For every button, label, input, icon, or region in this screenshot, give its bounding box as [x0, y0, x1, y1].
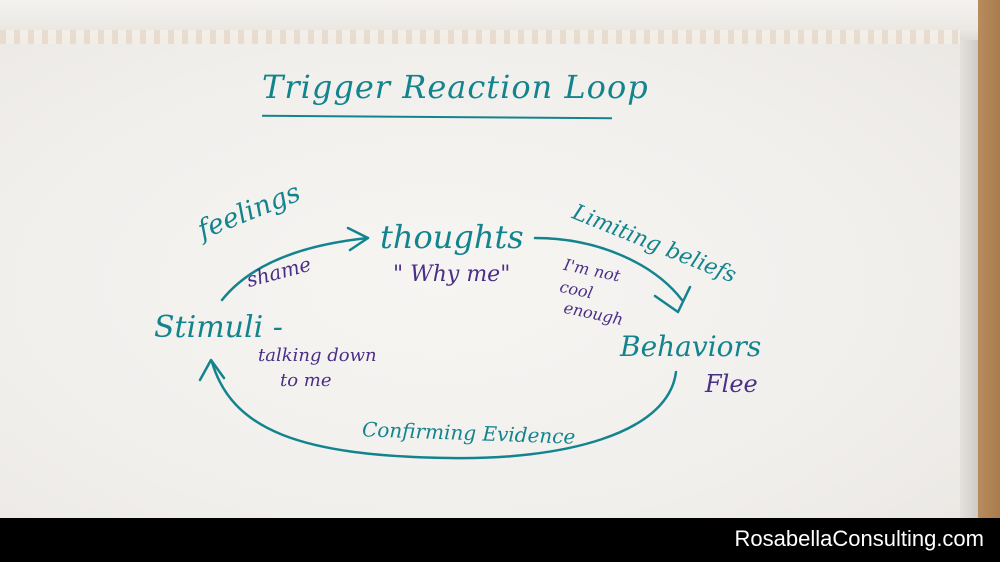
stimuli-note-line-1: talking down: [258, 345, 377, 366]
paper-board: [0, 0, 978, 518]
confirming-evidence-arrowhead: [198, 358, 226, 382]
photo-scene: Trigger Reaction Loop Stimuli - talking …: [0, 0, 1000, 518]
limiting-beliefs-arrow: [533, 236, 684, 302]
stimuli-label: Stimuli -: [154, 310, 283, 345]
behaviors-label: Behaviors: [620, 330, 762, 363]
feelings-arrowhead: [346, 226, 370, 252]
behaviors-note: Flee: [705, 370, 758, 398]
diagram-title: Trigger Reaction Loop: [262, 68, 649, 106]
board-fold-edge: [960, 40, 978, 518]
thoughts-label: thoughts: [380, 218, 524, 256]
confirming-evidence-arrow: [210, 360, 678, 460]
feelings-arrow: [220, 236, 370, 302]
thoughts-note: " Why me": [393, 262, 511, 287]
loop-arrows: [198, 226, 692, 460]
torn-paper-strip: [0, 30, 960, 44]
watermark-text: RosabellaConsulting.com: [734, 526, 984, 551]
limiting-beliefs-arrowhead: [653, 285, 692, 314]
stimuli-note-line-2: to me: [280, 370, 332, 391]
